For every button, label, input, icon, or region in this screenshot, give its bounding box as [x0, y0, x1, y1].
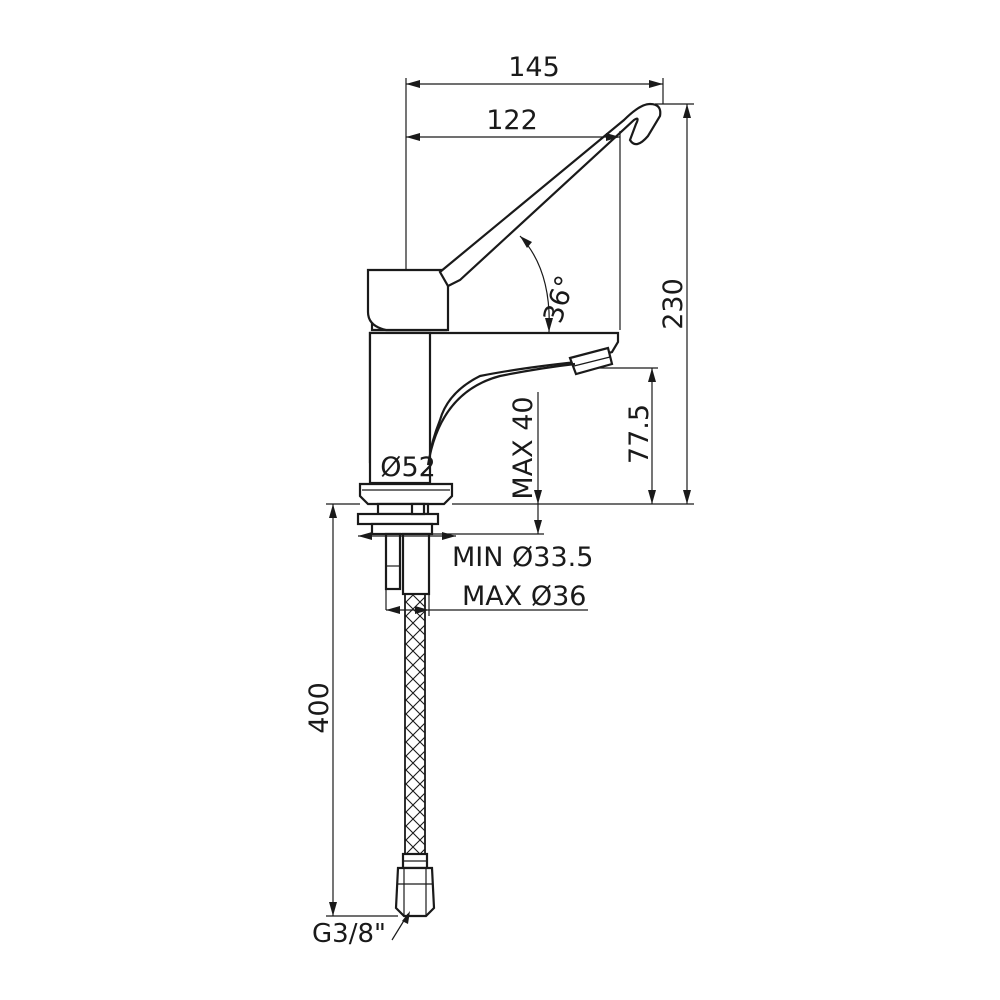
dim-deck-thickness: MAX 40	[432, 392, 544, 535]
dim-hole-max: MAX Ø36	[385, 581, 588, 616]
aerator	[568, 346, 614, 376]
label-hole-min: MIN Ø33.5	[452, 542, 593, 573]
faucet-body	[366, 102, 662, 485]
label-hose-thread: G3/8"	[312, 919, 386, 949]
long-lever	[438, 102, 662, 288]
dim-hole-min: MIN Ø33.5	[358, 532, 593, 573]
label-height-total: 230	[658, 278, 689, 330]
flexible-hose	[394, 593, 436, 918]
dim-hose-length: 400	[304, 503, 398, 917]
mounting-hardware	[356, 502, 440, 596]
base-ring	[358, 482, 454, 506]
hose-nut	[394, 866, 436, 918]
dim-height-total: 230	[452, 103, 694, 505]
dim-lever-angle: 36°	[519, 235, 582, 333]
label-hole-max: MAX Ø36	[462, 581, 586, 612]
label-deck-thickness: MAX 40	[508, 396, 539, 499]
hose-connector	[401, 532, 431, 596]
label-base-diameter: Ø52	[380, 452, 436, 483]
dim-width-total: 145	[405, 52, 664, 270]
fixing-stud	[384, 532, 402, 591]
label-height-spout: 77.5	[624, 404, 655, 464]
dim-height-spout: 77.5	[598, 367, 658, 504]
dim-hose-thread: G3/8"	[312, 911, 410, 949]
label-hose-length: 400	[304, 682, 335, 734]
lever-hub	[366, 268, 450, 332]
label-width-spout: 122	[486, 105, 538, 136]
main-column	[368, 331, 432, 485]
label-width-total: 145	[508, 52, 560, 83]
aerator-line	[573, 356, 611, 367]
dim-width-spout: 122	[406, 105, 621, 330]
spout-curve	[426, 362, 576, 466]
